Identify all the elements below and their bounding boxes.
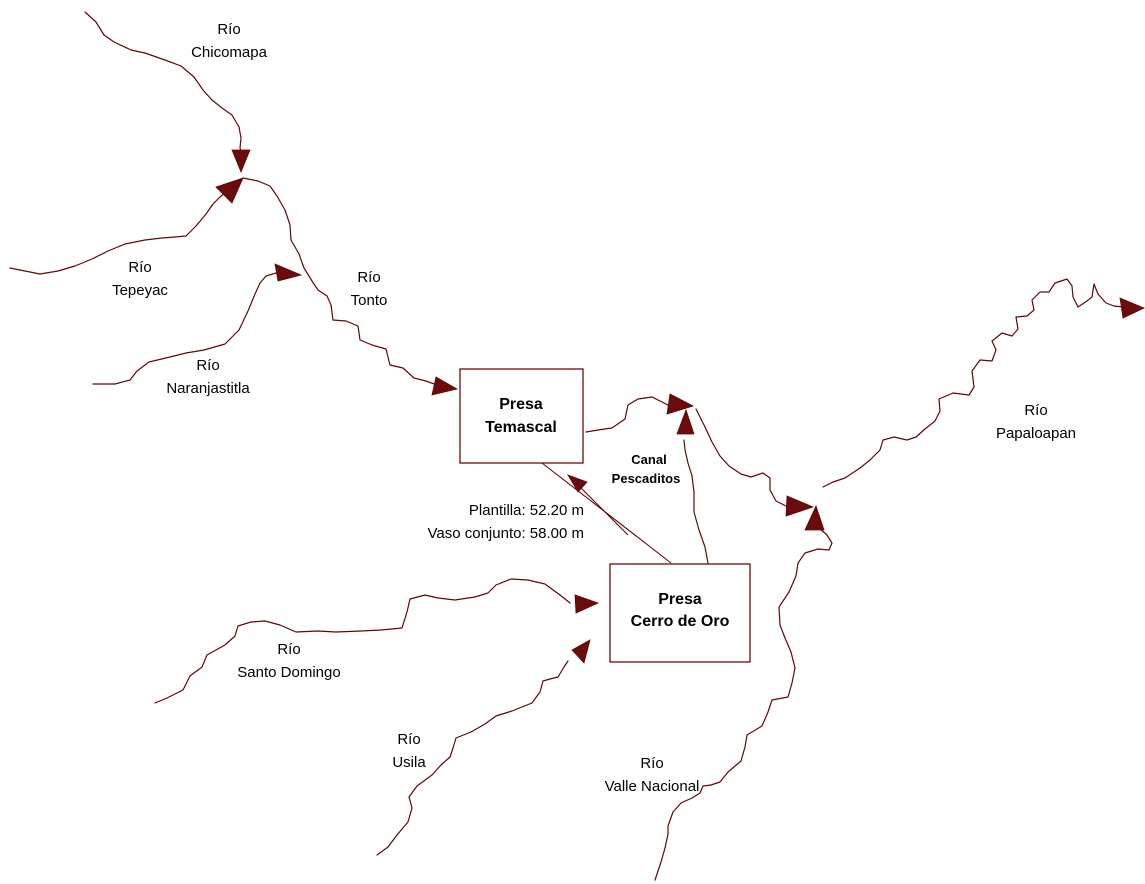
arrow-tepeyac <box>215 177 244 204</box>
river-tepeyac-label-2: Tepeyac <box>112 282 168 299</box>
river-papaloapan-line <box>585 278 1125 507</box>
river-tepeyac-label-1: Río <box>128 259 151 276</box>
river-valle-nacional-line <box>654 527 833 881</box>
dam-cerro-de-oro-label-1: Presa <box>658 591 702 608</box>
dam-temascal-label-2: Temascal <box>485 419 557 436</box>
canal-label-1: Canal <box>631 452 666 467</box>
arrow-tonto <box>431 376 459 396</box>
arrow-papaloapan-outlet <box>1119 297 1145 319</box>
river-papaloapan-label-2: Papaloapan <box>996 425 1076 442</box>
dam-cerro-de-oro-box <box>609 563 751 663</box>
dam-cerro-de-oro-label-2: Cerro de Oro <box>631 613 730 630</box>
arrow-naranjastitla <box>274 263 303 282</box>
river-usila-label-1: Río <box>397 731 420 748</box>
river-santo-domingo-label-2: Santo Domingo <box>237 664 340 681</box>
arrow-usila <box>571 639 591 664</box>
canal-label-2: Pescaditos <box>612 471 681 486</box>
river-naranjastitla-label-1: Río <box>196 357 219 374</box>
arrow-papaloapan-to-junction <box>666 393 695 415</box>
river-tonto-label-1: Río <box>357 269 380 286</box>
arrow-canal <box>567 474 588 493</box>
river-cerro-to-papaloapan-line <box>683 439 709 564</box>
dam-temascal-label-1: Presa <box>499 396 543 413</box>
canal-pescaditos-line-lower <box>574 481 629 536</box>
river-chicomapa-label-2: Chicomapa <box>191 44 268 61</box>
canal-vaso-label: Vaso conjunto: 58.00 m <box>428 525 585 542</box>
river-tonto-line <box>242 177 443 388</box>
arrow-valle-nacional <box>804 504 825 531</box>
river-usila-label-2: Usila <box>392 754 426 771</box>
arrow-mid-papaloapan <box>785 495 815 517</box>
river-usila-line <box>376 660 569 856</box>
river-santo-domingo-label-1: Río <box>277 641 300 658</box>
river-valle-nacional-label-2: Valle Nacional <box>605 778 700 795</box>
river-chicomapa-line <box>84 11 244 159</box>
canal-plantilla-label: Plantilla: 52.20 m <box>469 502 584 519</box>
river-tepeyac-line <box>9 189 229 275</box>
arrow-chicomapa <box>231 149 251 174</box>
river-papaloapan-label-1: Río <box>1024 402 1047 419</box>
river-tonto-label-2: Tonto <box>351 292 388 309</box>
river-naranjastitla-line <box>92 272 277 385</box>
dam-temascal-box <box>459 368 584 464</box>
arrow-cerro-outflow <box>676 408 695 435</box>
river-chicomapa-label-1: Río <box>217 21 240 38</box>
river-santo-domingo-line <box>154 578 571 704</box>
river-valle-nacional-label-1: Río <box>640 755 663 772</box>
arrow-santo-domingo <box>574 594 600 614</box>
river-naranjastitla-label-2: Naranjastitla <box>166 380 250 397</box>
